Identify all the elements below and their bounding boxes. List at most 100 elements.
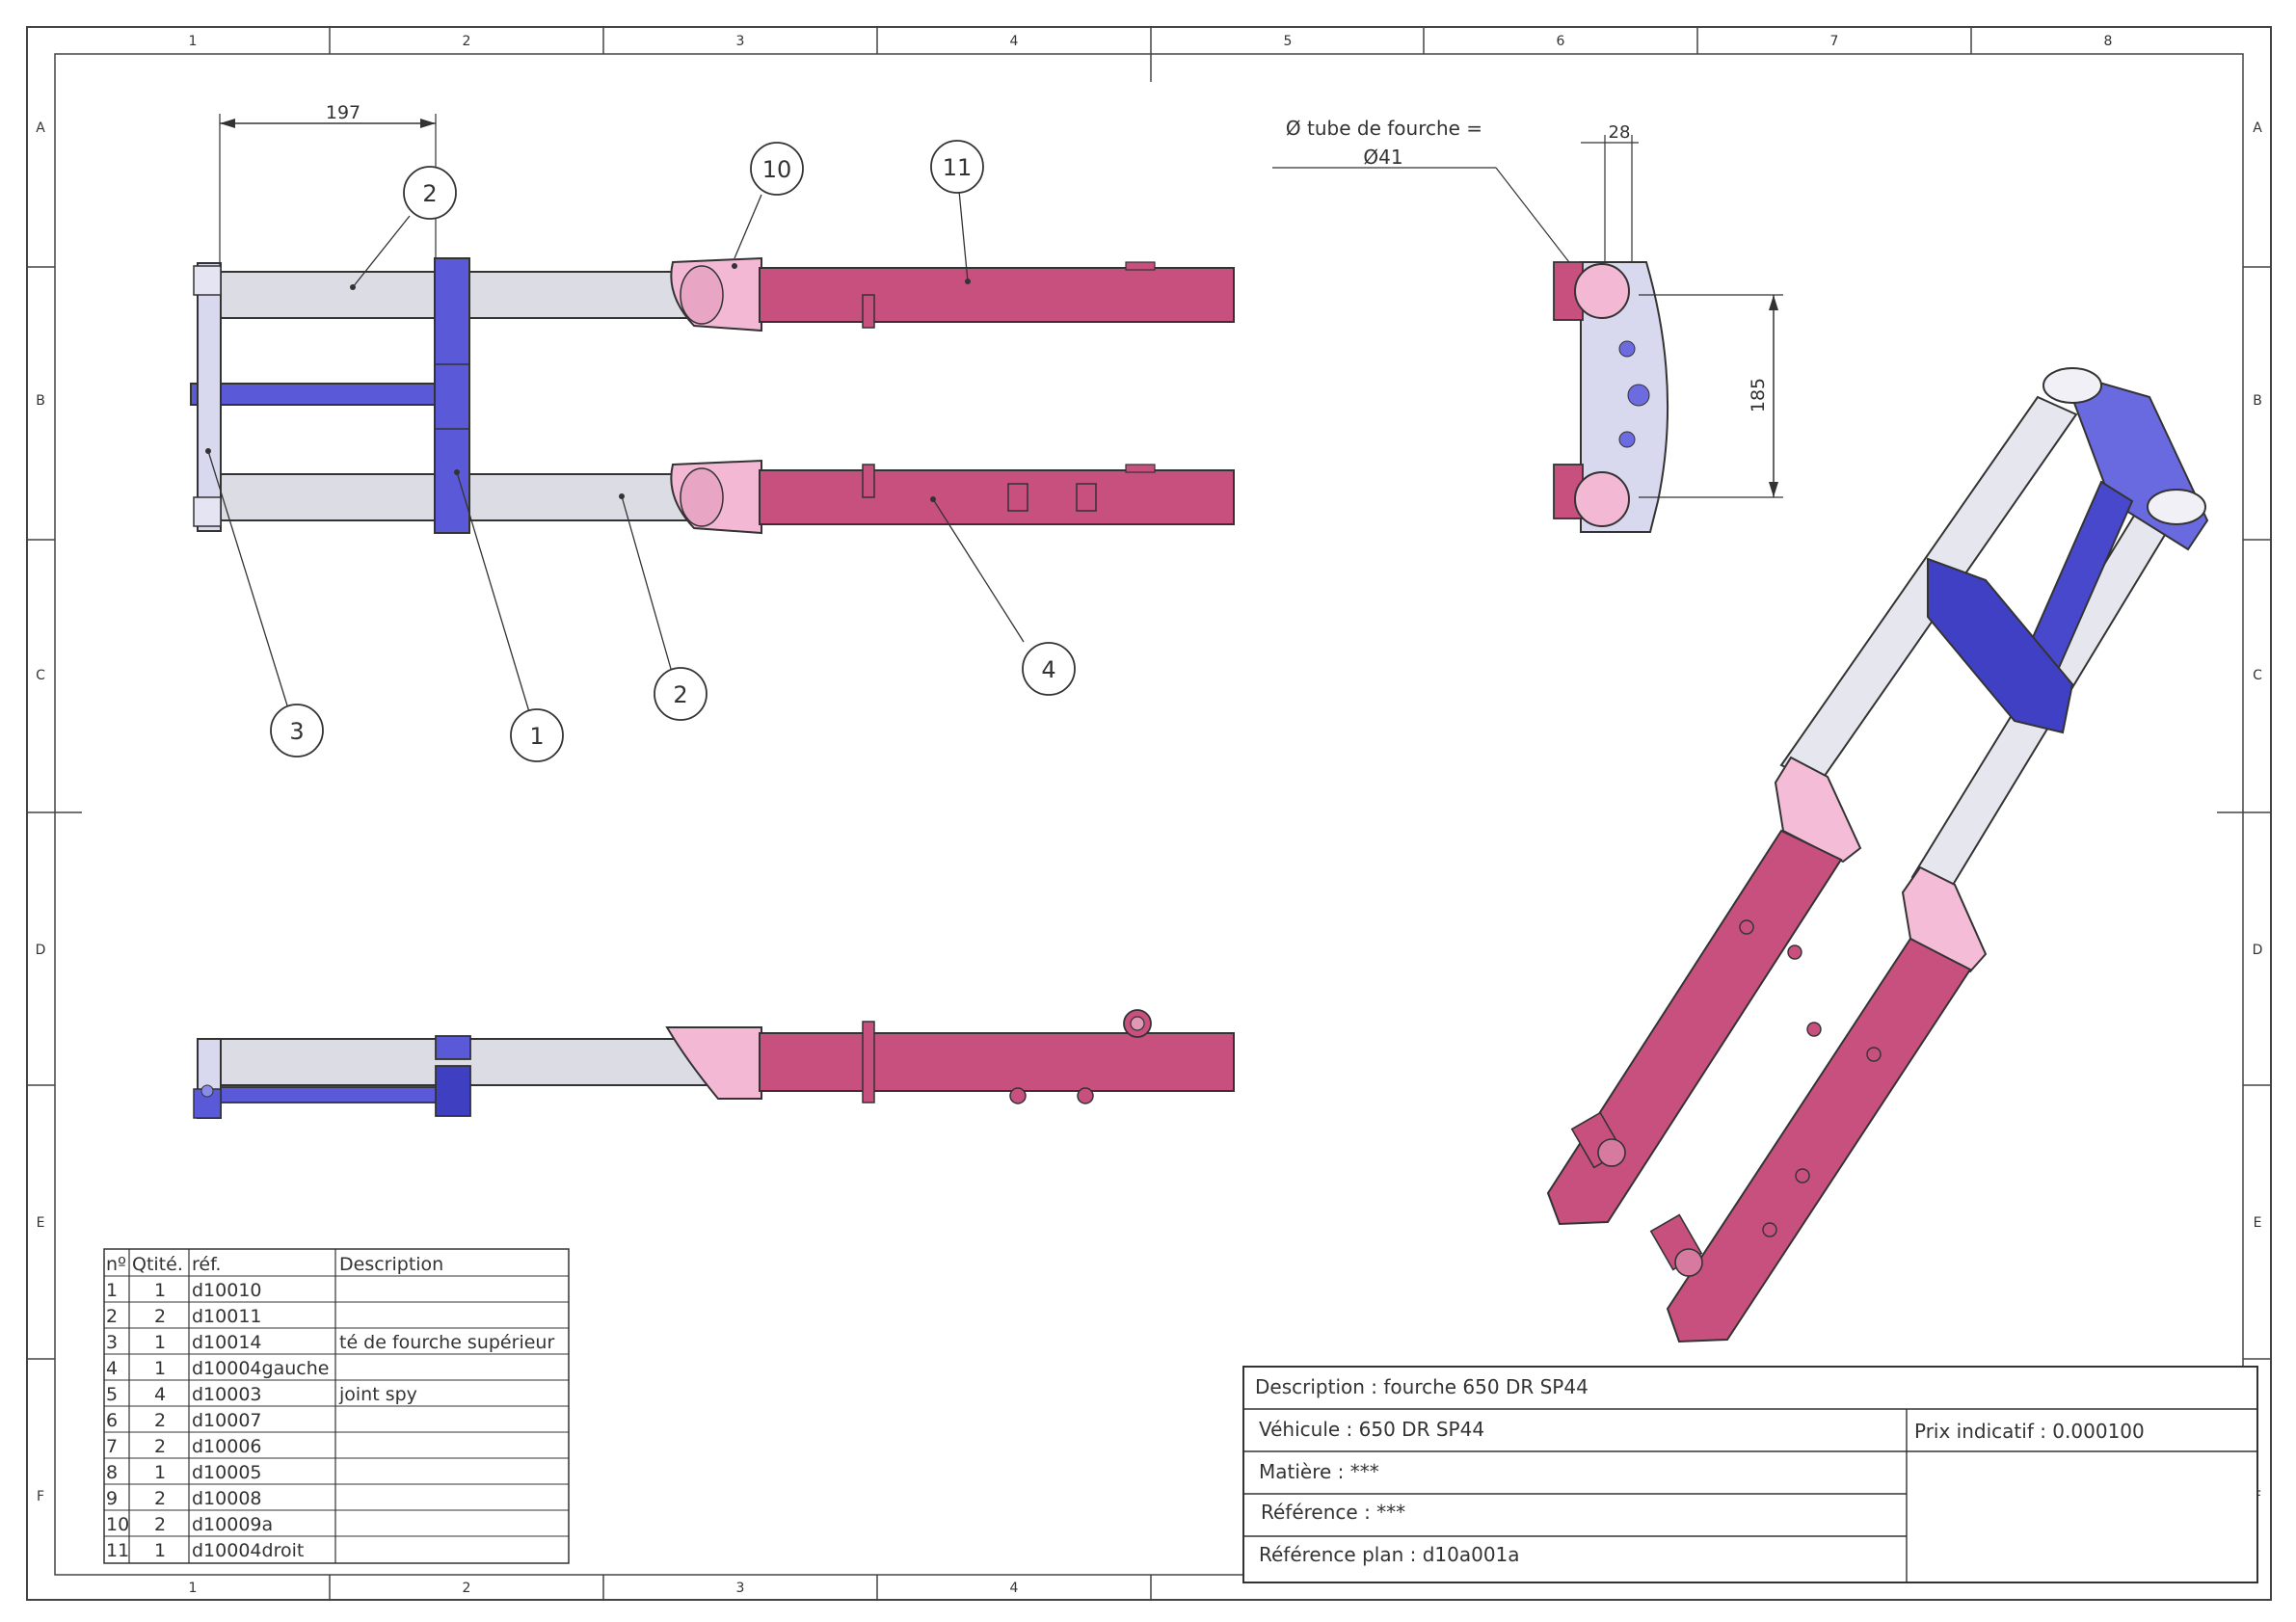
bom-cell-qty: 1 — [154, 1358, 166, 1379]
leader-lines — [207, 190, 1025, 716]
zone-col-4: 4 — [1010, 34, 1019, 49]
bom-cell-ref: d10007 — [192, 1410, 262, 1431]
bom-cell-ref: d10004gauche — [192, 1358, 329, 1379]
bom-cell-description: joint spy — [338, 1384, 417, 1405]
bom-cell-qty: 2 — [154, 1488, 166, 1509]
zone-col-1: 1 — [189, 34, 198, 49]
front-clamp-body — [1580, 261, 1669, 533]
bom-cell-qty: 1 — [154, 1462, 166, 1483]
svg-text:2: 2 — [673, 681, 687, 708]
zone-col-7: 7 — [1830, 34, 1839, 49]
zone-ticks — [27, 27, 2271, 1600]
balloon-item-11: 11 — [930, 140, 984, 194]
zone-row-b: B — [36, 393, 45, 409]
title-vehicle: Véhicule : 650 DR SP44 — [1259, 1418, 1484, 1441]
title-block: Description : fourche 650 DR SP44 Véhicu… — [1242, 1366, 2258, 1583]
bom-header-description: Description — [339, 1254, 443, 1275]
bom-cell-no: 8 — [106, 1462, 118, 1483]
bom-cell-qty: 2 — [154, 1410, 166, 1431]
bom-cell-no: 6 — [106, 1410, 118, 1431]
zone-row-e-right: E — [2254, 1215, 2262, 1231]
zone-row-b-right: B — [2253, 393, 2262, 409]
bom-cell-no: 9 — [106, 1488, 118, 1509]
bom-cell-ref: d10005 — [192, 1462, 262, 1483]
iso-seal-left — [1774, 756, 1862, 864]
bom-header-no: nº — [106, 1254, 126, 1275]
zone-row-e: E — [37, 1215, 45, 1231]
bom-cell-no: 2 — [106, 1306, 118, 1327]
zone-row-d-right: D — [2253, 943, 2263, 958]
bom-cell-ref: d10010 — [192, 1280, 262, 1301]
svg-text:4: 4 — [1041, 656, 1055, 683]
side-steering-stem — [197, 1086, 468, 1103]
bom-cell-ref: d10008 — [192, 1488, 262, 1509]
clamp-cap-1 — [193, 265, 222, 296]
side-dust-seal — [665, 1026, 762, 1100]
balloon-item-2-top: 2 — [403, 166, 457, 220]
bom-cell-ref: d10004droit — [192, 1540, 304, 1561]
zone-row-c-right: C — [2253, 668, 2262, 683]
bom-cell-qty: 2 — [154, 1306, 166, 1327]
bom-cell-ref: d10014 — [192, 1332, 262, 1353]
bom-row: 2 2 d10011 — [106, 1306, 262, 1327]
zone-col-4-bottom: 4 — [1010, 1581, 1019, 1596]
side-view — [193, 1009, 1235, 1119]
bom-cell-no: 1 — [106, 1280, 118, 1301]
zone-labels: 1 2 3 4 5 6 7 8 1 2 3 4 A B C D E F A B … — [36, 34, 2263, 1596]
balloon-item-10: 10 — [750, 142, 804, 196]
zone-row-d: D — [36, 943, 46, 958]
tube-diameter-label: Ø tube de fourche = — [1286, 117, 1482, 140]
dimension-185-label: 185 — [1748, 378, 1769, 412]
bom-row: 5 4 d10003 joint spy — [106, 1384, 417, 1405]
zone-col-3: 3 — [736, 34, 745, 49]
front-tube-upper — [1574, 263, 1630, 319]
svg-text:11: 11 — [943, 154, 973, 181]
svg-text:10: 10 — [762, 156, 792, 183]
lower-triple-clamp — [197, 262, 222, 532]
bom-cell-no: 4 — [106, 1358, 118, 1379]
balloon-item-3: 3 — [270, 704, 324, 758]
bom-row: 4 1 d10004gauche — [106, 1358, 329, 1379]
balloon-item-1: 1 — [510, 708, 564, 762]
iso-slider-right — [1666, 937, 1972, 1343]
bom-cell-no: 10 — [106, 1514, 129, 1535]
title-description: Description : fourche 650 DR SP44 — [1255, 1375, 1589, 1398]
balloon-item-2-bottom: 2 — [654, 667, 707, 721]
side-upper-clamp — [435, 1035, 471, 1060]
svg-text:3: 3 — [289, 718, 304, 745]
zone-col-2-bottom: 2 — [463, 1581, 471, 1596]
upper-triple-clamp — [434, 257, 470, 534]
top-view: 197 2 10 11 — [190, 102, 1235, 762]
bom-cell-ref: d10011 — [192, 1306, 262, 1327]
fork-slider-lower — [759, 469, 1235, 525]
bom-cell-ref: d10003 — [192, 1384, 262, 1405]
clamp-cap-2 — [193, 496, 222, 527]
title-material: Matière : *** — [1259, 1460, 1379, 1483]
zone-col-5: 5 — [1284, 34, 1293, 49]
bom-cell-no: 5 — [106, 1384, 118, 1405]
balloon-item-4: 4 — [1022, 642, 1076, 696]
leader-dots — [205, 263, 971, 502]
bom-cell-qty: 4 — [154, 1384, 166, 1405]
bom-cell-ref: d10009a — [192, 1514, 273, 1535]
bom-cell-no: 7 — [106, 1436, 118, 1457]
front-view: Ø tube de fourche = Ø41 28 185 — [1272, 117, 1783, 533]
bom-cell-no: 3 — [106, 1332, 118, 1353]
zone-col-3-bottom: 3 — [736, 1581, 745, 1596]
bom-cell-no: 11 — [106, 1540, 129, 1561]
zone-col-2: 2 — [463, 34, 471, 49]
zone-col-1-bottom: 1 — [189, 1581, 198, 1596]
bom-header-ref: réf. — [192, 1254, 221, 1275]
bom-header-qty: Qtité. — [132, 1254, 183, 1275]
svg-text:1: 1 — [529, 723, 544, 750]
side-fork-slider — [759, 1032, 1235, 1092]
bom-cell-qty: 2 — [154, 1436, 166, 1457]
bom-cell-qty: 1 — [154, 1280, 166, 1301]
title-price: Prix indicatif : 0.000100 — [1914, 1420, 2145, 1443]
